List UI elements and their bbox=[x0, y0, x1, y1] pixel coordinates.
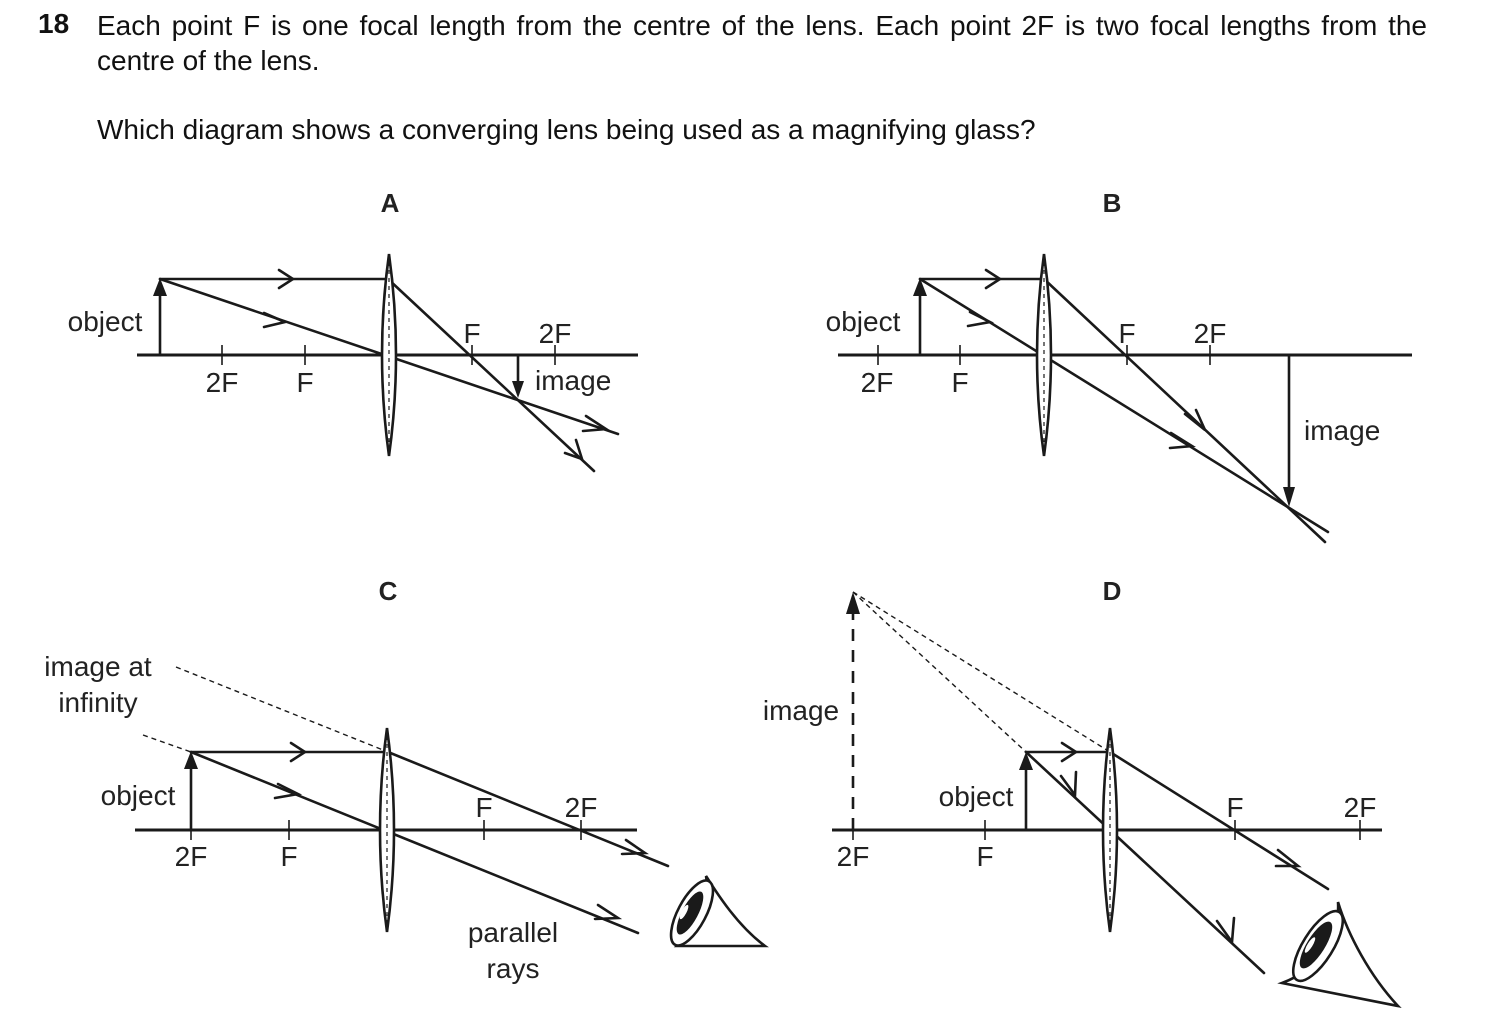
ray-arrow-b2 bbox=[966, 310, 995, 328]
rays-label-c-line2: rays bbox=[487, 953, 540, 984]
lens-a bbox=[380, 253, 398, 457]
label-2f-right-b: 2F bbox=[1194, 318, 1227, 349]
ray-arrow-a1 bbox=[277, 268, 296, 290]
ray-arrow-a2 bbox=[262, 311, 290, 329]
ray-arrow-c3 bbox=[620, 838, 649, 856]
ray-refracted-d bbox=[1108, 750, 1330, 891]
ray-centre-d bbox=[1024, 750, 1266, 975]
diagram-a: A 2F F F 2F object image bbox=[68, 188, 638, 473]
ray-arrow-c1 bbox=[289, 741, 308, 763]
object-arrowhead-c bbox=[184, 751, 198, 769]
image-arrowhead-a bbox=[512, 381, 524, 398]
option-letter-b: B bbox=[1103, 188, 1122, 218]
ray-arrow-a4 bbox=[563, 438, 585, 462]
image-arrowhead-d bbox=[846, 592, 860, 614]
object-arrowhead-a bbox=[153, 278, 167, 296]
object-label-a: object bbox=[68, 306, 143, 337]
label-2f-left-c: 2F bbox=[175, 841, 208, 872]
diagram-b: B 2F F F 2F object image bbox=[826, 188, 1412, 544]
ray-arrow-c2 bbox=[273, 782, 303, 800]
diagram-c: C 2F F F 2F object image at infinity par… bbox=[44, 576, 769, 984]
label-f-left-b: F bbox=[951, 367, 968, 398]
image-label-d: image bbox=[763, 695, 839, 726]
option-letter-a: A bbox=[381, 188, 400, 218]
ray-centre-c bbox=[189, 750, 640, 935]
option-letter-c: C bbox=[379, 576, 398, 606]
dashed-extension-c2 bbox=[142, 734, 192, 753]
object-label-b: object bbox=[826, 306, 901, 337]
lens-b bbox=[1035, 253, 1053, 457]
ray-refracted-b bbox=[1042, 277, 1327, 544]
label-f-left-c: F bbox=[280, 841, 297, 872]
ray-arrow-d4 bbox=[1215, 916, 1236, 946]
image-label-c-line1: image at bbox=[44, 651, 152, 682]
ray-arrow-c4 bbox=[593, 903, 623, 921]
label-f-right-d: F bbox=[1226, 792, 1243, 823]
object-arrowhead-d bbox=[1019, 752, 1033, 770]
question-number: 18 bbox=[38, 8, 70, 39]
label-2f-left-d: 2F bbox=[837, 841, 870, 872]
lens-c bbox=[378, 727, 396, 933]
label-2f-right-a: 2F bbox=[539, 318, 572, 349]
ray-arrow-d3 bbox=[1274, 848, 1302, 868]
image-label-c-line2: infinity bbox=[58, 687, 137, 718]
option-letter-d: D bbox=[1103, 576, 1122, 606]
object-label-d: object bbox=[939, 781, 1014, 812]
lens-d bbox=[1101, 727, 1119, 933]
image-label-b: image bbox=[1304, 415, 1380, 446]
ray-refracted-a bbox=[386, 277, 596, 473]
ray-refracted-c bbox=[386, 750, 670, 868]
object-arrowhead-b bbox=[913, 278, 927, 296]
label-2f-right-c: 2F bbox=[565, 792, 598, 823]
dashed-extension-c1 bbox=[175, 666, 389, 753]
dashed-extension-d2 bbox=[852, 591, 1027, 753]
diagram-d: D 2F F F 2F image object bbox=[763, 576, 1402, 1009]
ray-arrow-b3 bbox=[1183, 408, 1207, 432]
ray-arrow-d1 bbox=[1060, 741, 1079, 763]
eye-icon bbox=[669, 875, 769, 948]
label-2f-right-d: 2F bbox=[1344, 792, 1377, 823]
label-f-right-b: F bbox=[1118, 318, 1135, 349]
dashed-extension-d1 bbox=[852, 591, 1111, 753]
label-2f-left-b: 2F bbox=[861, 367, 894, 398]
ray-arrow-b4 bbox=[1168, 431, 1196, 450]
ray-arrow-a3 bbox=[581, 414, 610, 433]
label-f-left-d: F bbox=[976, 841, 993, 872]
label-f-left-a: F bbox=[296, 367, 313, 398]
question-text: Each point F is one focal length from th… bbox=[97, 10, 1427, 76]
image-label-a: image bbox=[535, 365, 611, 396]
ray-arrow-d2 bbox=[1059, 770, 1078, 799]
image-arrowhead-b bbox=[1283, 487, 1295, 507]
eye-icon bbox=[1277, 901, 1402, 1009]
rays-label-c-line1: parallel bbox=[468, 917, 558, 948]
label-f-right-c: F bbox=[475, 792, 492, 823]
question-prompt: Which diagram shows a converging lens be… bbox=[97, 114, 1036, 145]
ray-arrow-b1 bbox=[984, 268, 1003, 290]
label-f-right-a: F bbox=[463, 318, 480, 349]
label-2f-left-a: 2F bbox=[206, 367, 239, 398]
object-label-c: object bbox=[101, 780, 176, 811]
